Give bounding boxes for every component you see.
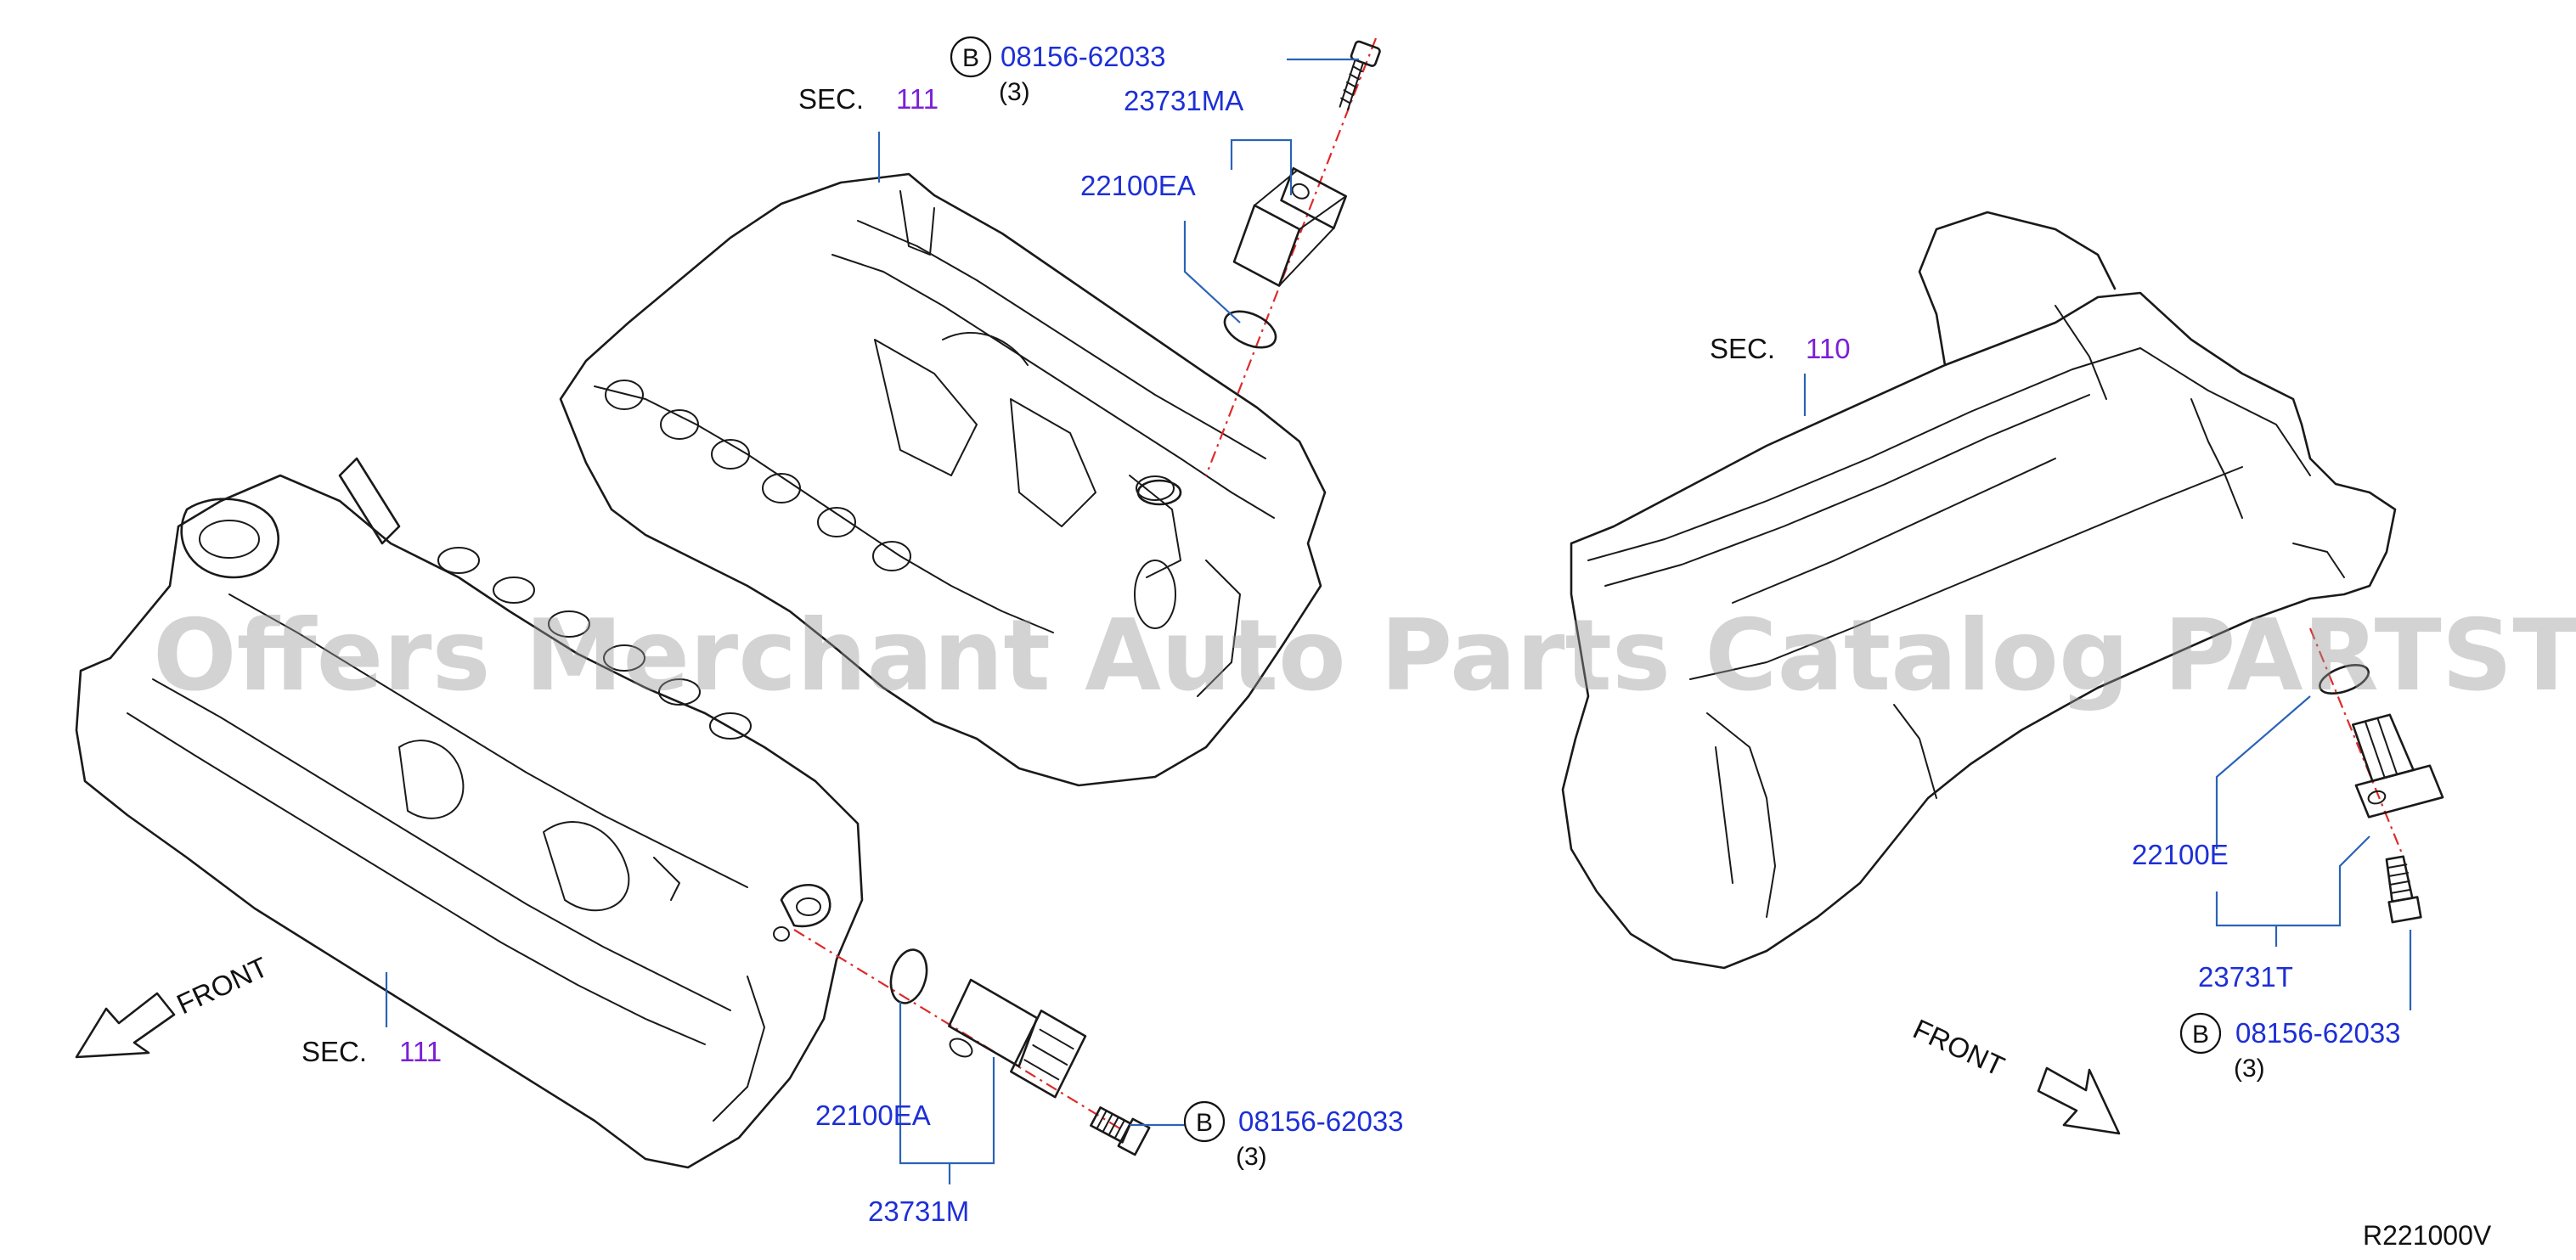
oil-pan-section-label: SEC. xyxy=(1710,333,1775,364)
top-bolt-part-number[interactable]: 08156-62033 xyxy=(1001,41,1166,72)
front-label-right: FRONT xyxy=(1908,1013,2010,1083)
right-sensor-assembly xyxy=(2308,627,2444,924)
left-oring-part-number[interactable]: 22100EA xyxy=(815,1100,931,1131)
diagram-reference-code: R221000V xyxy=(2363,1220,2492,1251)
lower-section-number[interactable]: 111 xyxy=(399,1036,442,1067)
upper-cylinder-head-drawing xyxy=(559,172,1327,787)
right-bolt-part-number[interactable]: 08156-62033 xyxy=(2235,1017,2401,1049)
upper-section-label: SEC. xyxy=(798,83,864,115)
watermark-text: Offers Merchant Auto Parts Catalog PARTS… xyxy=(153,599,2576,713)
left-bolt-marker xyxy=(1183,1100,1226,1143)
top-bolt-quantity: (3) xyxy=(999,78,1030,106)
right-oring-part-number[interactable]: 22100E xyxy=(2132,839,2229,870)
top-sensor-assembly xyxy=(1136,37,1381,506)
top-bolt-marker-letter: B xyxy=(962,44,979,72)
front-arrow-left-icon xyxy=(75,992,176,1059)
right-bolt-quantity: (3) xyxy=(2234,1055,2265,1083)
lower-cylinder-head-drawing xyxy=(75,457,864,1169)
left-sensor-part-number[interactable]: 23731M xyxy=(868,1195,969,1227)
leader-lines xyxy=(385,58,2412,1184)
front-arrow-right-icon xyxy=(2037,1066,2121,1135)
right-bolt-marker xyxy=(2179,1012,2222,1055)
upper-section-number[interactable]: 111 xyxy=(896,83,939,115)
top-bolt-marker xyxy=(950,36,992,78)
left-sensor-assembly xyxy=(793,929,1151,1156)
top-sensor-part-number[interactable]: 23731MA xyxy=(1124,85,1243,116)
lower-section-label: SEC. xyxy=(302,1036,367,1067)
top-oring-part-number[interactable]: 22100EA xyxy=(1080,170,1196,201)
right-bolt-marker-letter: B xyxy=(2192,1021,2209,1049)
right-sensor-part-number[interactable]: 23731T xyxy=(2198,961,2293,993)
front-label-left: FRONT xyxy=(172,951,273,1021)
left-bolt-quantity: (3) xyxy=(1236,1143,1267,1171)
left-bolt-marker-letter: B xyxy=(1196,1109,1213,1137)
oil-pan-drawing xyxy=(1561,211,2397,970)
oil-pan-section-number[interactable]: 110 xyxy=(1806,333,1851,364)
left-bolt-part-number[interactable]: 08156-62033 xyxy=(1238,1105,1404,1137)
